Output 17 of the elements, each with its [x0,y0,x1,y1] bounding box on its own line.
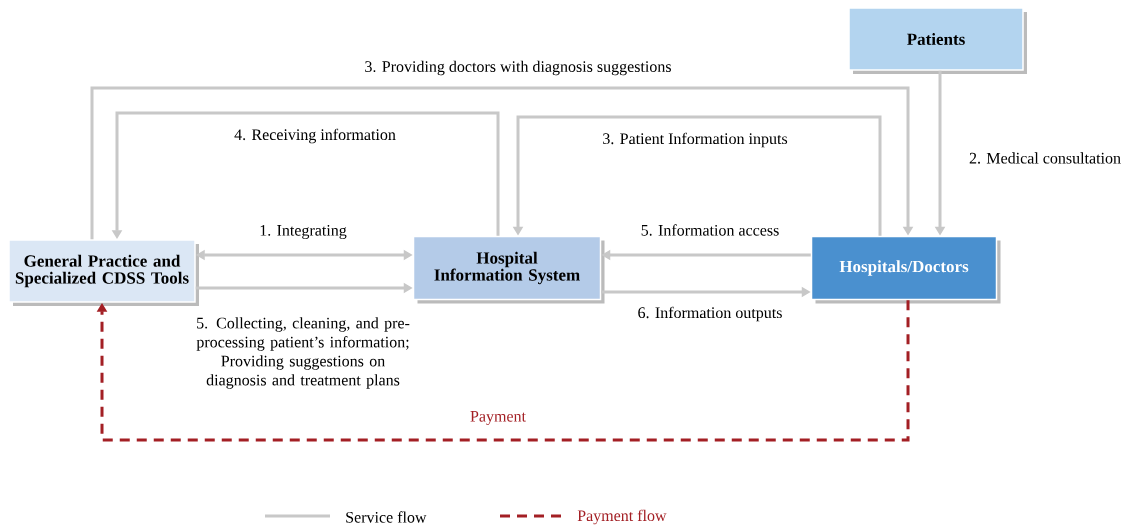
edge-label: 3. Providing doctors with diagnosis suggestions [365,60,671,76]
arrow [90,86,914,240]
edge-label: 5. Collecting, cleaning, and pre-processing patient’s information; Providing suggestions on diagnosis and treatment plans [196,317,410,389]
edge-label: 1. Integrating [260,225,347,240]
edge-label: 3. Patient Information inputs [603,132,788,148]
process-box: Patients [848,7,1027,74]
legend-label: Payment flow [577,509,667,525]
legend-label: Service flow [346,511,427,523]
edge-label: 6. Information outputs [638,306,782,322]
process-box: Hospital Information System [412,235,605,304]
dashed-arrow [96,300,910,442]
edge-label: 5. Information access [641,224,779,236]
edge-label: 2. Medical consultation [969,152,1121,164]
process-box: General Practice and Specialized CDSS Tools [8,239,199,306]
edge-label: Payment [470,411,526,425]
edge-label: 4. Receiving information [234,128,396,144]
process-box: Hospitals/Doctors [810,235,1001,304]
